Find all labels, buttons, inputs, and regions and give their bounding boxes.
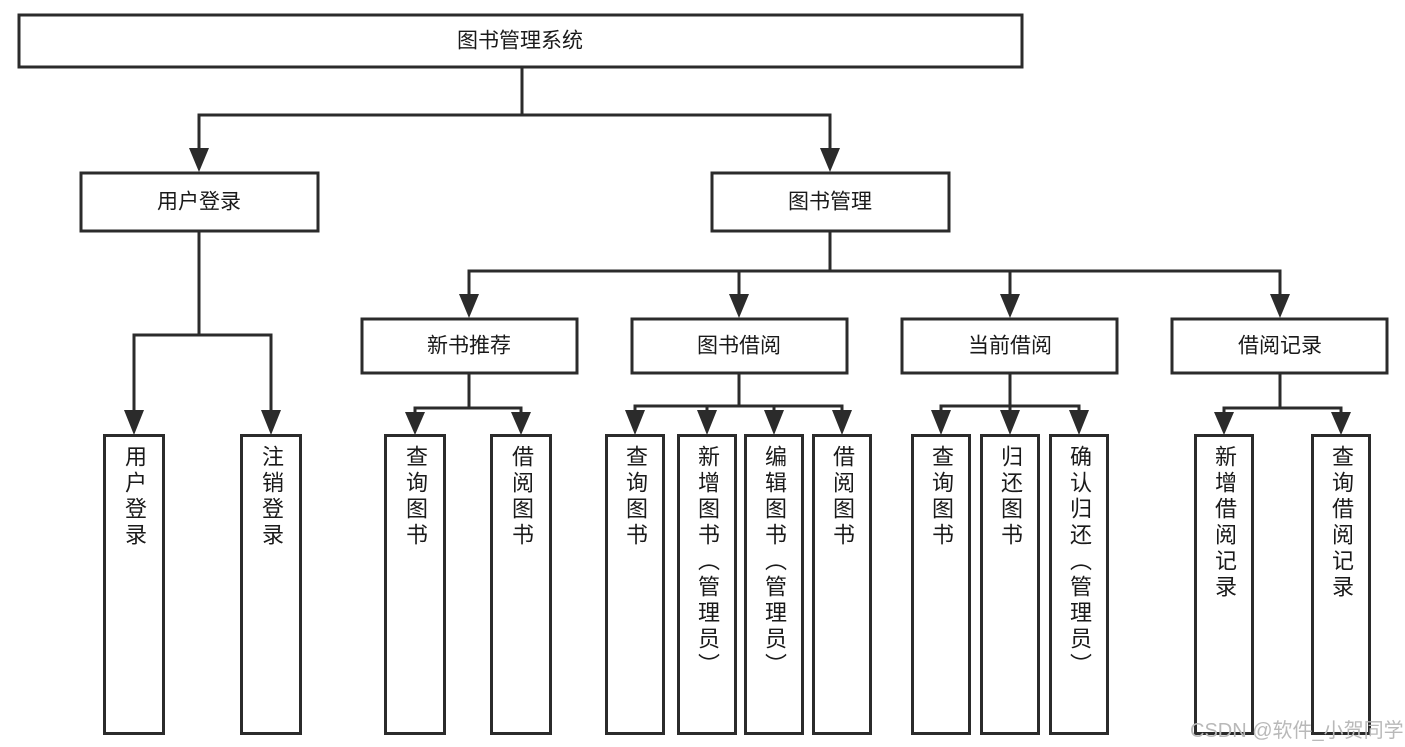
arrow-head-icon xyxy=(625,410,645,435)
connector-root-to-level1 xyxy=(189,65,840,172)
leaf-user-logout-label: 注销登录 xyxy=(259,445,284,549)
arrow-head-icon xyxy=(1000,294,1020,318)
node-book-borrow[interactable]: 图书借阅 xyxy=(630,317,849,375)
csdn-watermark: CSDN @软件_小贺同学 xyxy=(1190,720,1404,742)
leaf-edit-book-label: 编辑图书（管理员） xyxy=(762,445,787,679)
arrow-head-icon xyxy=(820,148,840,172)
arrow-head-icon xyxy=(832,410,852,435)
leaf-add-record-label: 新增借阅记录 xyxy=(1212,445,1237,601)
connector-book-borrow-to-leaves xyxy=(625,371,852,435)
leaf-edit-book[interactable]: 编辑图书（管理员） xyxy=(744,434,804,735)
arrow-head-icon xyxy=(261,410,281,435)
leaf-return-book[interactable]: 归还图书 xyxy=(980,434,1040,735)
node-current-borrow[interactable]: 当前借阅 xyxy=(900,317,1119,375)
node-borrow-record-box xyxy=(1170,317,1389,375)
node-user-login-box xyxy=(79,171,320,233)
node-borrow-record-label: 借阅记录 xyxy=(1238,335,1322,358)
leaf-add-book-label: 新增图书（管理员） xyxy=(695,445,720,679)
leaf-borrow-book-2-label: 借阅图书 xyxy=(830,445,855,549)
node-book-manage-box xyxy=(710,171,951,233)
leaf-query-record-label: 查询借阅记录 xyxy=(1329,445,1354,601)
connector-borrow-record-to-leaves xyxy=(1214,371,1351,435)
leaf-add-book[interactable]: 新增图书（管理员） xyxy=(677,434,737,735)
node-book-borrow-label: 图书借阅 xyxy=(697,335,781,358)
arrow-head-icon xyxy=(1069,410,1089,435)
arrow-head-icon xyxy=(1331,412,1351,435)
leaf-query-book-2[interactable]: 查询图书 xyxy=(605,434,665,735)
node-new-book-rec-label: 新书推荐 xyxy=(427,335,511,358)
node-user-login-label: 用户登录 xyxy=(157,191,241,214)
leaf-user-logout[interactable]: 注销登录 xyxy=(240,434,302,735)
connector-current-borrow-to-leaves xyxy=(931,371,1089,435)
arrow-head-icon xyxy=(1214,412,1234,435)
node-book-borrow-box xyxy=(630,317,849,375)
arrow-head-icon xyxy=(405,412,425,435)
node-new-book-rec-box xyxy=(360,317,579,375)
leaf-query-record[interactable]: 查询借阅记录 xyxy=(1311,434,1371,735)
leaf-borrow-book-1-label: 借阅图书 xyxy=(509,445,534,549)
connector-user-login-to-leaves xyxy=(124,229,281,435)
arrow-head-icon xyxy=(931,410,951,435)
arrow-head-icon xyxy=(1000,410,1020,435)
arrow-head-icon xyxy=(1270,294,1290,318)
arrow-head-icon xyxy=(729,294,749,318)
leaf-user-login-label: 用户登录 xyxy=(122,445,147,549)
leaf-query-book-1[interactable]: 查询图书 xyxy=(384,434,446,735)
leaf-query-book-1-label: 查询图书 xyxy=(403,445,428,549)
arrow-head-icon xyxy=(189,148,209,172)
connector-new-book-rec-to-leaves xyxy=(405,371,531,435)
leaf-query-book-3[interactable]: 查询图书 xyxy=(911,434,971,735)
node-user-login[interactable]: 用户登录 xyxy=(79,171,320,233)
node-current-borrow-label: 当前借阅 xyxy=(968,335,1052,358)
leaf-confirm-return[interactable]: 确认归还（管理员） xyxy=(1049,434,1109,735)
node-book-manage[interactable]: 图书管理 xyxy=(710,171,951,233)
connector-book-manage-to-level2 xyxy=(459,229,1290,318)
leaf-add-record[interactable]: 新增借阅记录 xyxy=(1194,434,1254,735)
leaf-borrow-book-2[interactable]: 借阅图书 xyxy=(812,434,872,735)
node-book-manage-label: 图书管理 xyxy=(788,191,872,214)
node-new-book-rec[interactable]: 新书推荐 xyxy=(360,317,579,375)
node-root-box xyxy=(17,13,1024,69)
leaf-return-book-label: 归还图书 xyxy=(998,445,1023,549)
node-root[interactable]: 图书管理系统 xyxy=(17,13,1024,69)
node-root-label: 图书管理系统 xyxy=(457,30,583,53)
leaf-query-book-2-label: 查询图书 xyxy=(623,445,648,549)
node-borrow-record[interactable]: 借阅记录 xyxy=(1170,317,1389,375)
arrow-head-icon xyxy=(459,294,479,318)
leaf-borrow-book-1[interactable]: 借阅图书 xyxy=(490,434,552,735)
arrow-head-icon xyxy=(511,412,531,435)
leaf-query-book-3-label: 查询图书 xyxy=(929,445,954,549)
arrow-head-icon xyxy=(697,410,717,435)
arrow-head-icon xyxy=(764,410,784,435)
leaf-user-login[interactable]: 用户登录 xyxy=(103,434,165,735)
arrow-head-icon xyxy=(124,410,144,435)
leaf-confirm-return-label: 确认归还（管理员） xyxy=(1067,445,1092,679)
